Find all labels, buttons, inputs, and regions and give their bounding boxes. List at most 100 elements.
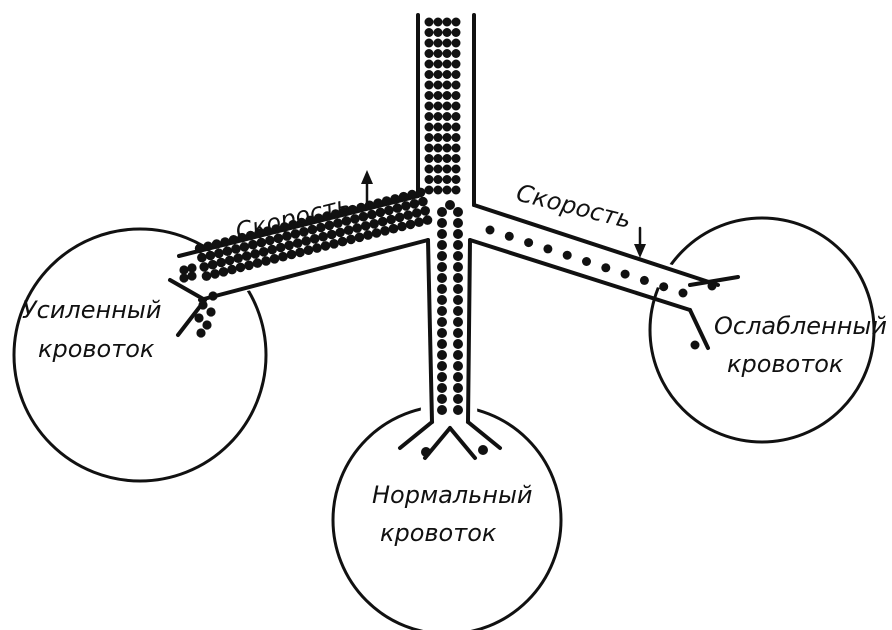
blood-cell: [443, 70, 452, 79]
blood-cell: [452, 133, 461, 142]
blood-cell: [434, 70, 443, 79]
blood-cell: [453, 361, 463, 371]
blood-cell: [304, 245, 314, 255]
blood-cell: [445, 200, 455, 210]
blood-cell: [278, 252, 288, 262]
right-circle-label-line2: кровоток: [727, 350, 844, 378]
blood-cell: [208, 260, 218, 270]
blood-cell: [453, 295, 463, 305]
blood-cell: [295, 248, 305, 258]
blood-cell: [203, 242, 213, 252]
blood-cell: [423, 215, 433, 225]
blood-cell: [276, 243, 286, 253]
blood-cell: [202, 271, 212, 281]
blood-cell: [410, 199, 420, 209]
blood-cell: [219, 267, 229, 277]
blood-cell: [452, 28, 461, 37]
blood-cell: [259, 247, 269, 257]
blood-cell: [452, 81, 461, 90]
blood-cell: [443, 123, 452, 132]
blood-cell: [434, 175, 443, 184]
blood-cell: [425, 112, 434, 121]
blood-cell: [329, 239, 339, 249]
blood-cell: [437, 328, 447, 338]
blood-cell: [434, 60, 443, 69]
blood-cell: [301, 236, 311, 246]
blood-cell: [355, 233, 365, 243]
blood-cell: [206, 251, 216, 261]
blood-cell: [453, 383, 463, 393]
blood-cell: [389, 224, 399, 234]
blood-cell: [223, 246, 233, 256]
blood-cell: [437, 372, 447, 382]
blood-cell: [196, 328, 205, 337]
blood-cell: [397, 222, 407, 232]
blood-cell: [453, 273, 463, 283]
blood-cell: [453, 405, 463, 415]
blood-cell: [244, 261, 254, 271]
blood-cell: [425, 70, 434, 79]
blood-cell: [310, 234, 320, 244]
blood-cell: [227, 265, 237, 275]
blood-cell: [453, 251, 463, 261]
blood-cell: [425, 186, 434, 195]
blood-cell: [443, 186, 452, 195]
blood-cell: [453, 284, 463, 294]
blood-cell: [443, 154, 452, 163]
blood-cell: [373, 198, 383, 208]
blood-cell: [425, 102, 434, 111]
blood-cell: [393, 203, 403, 213]
blood-cell: [452, 70, 461, 79]
blood-cell: [197, 253, 207, 263]
blood-cell: [425, 175, 434, 184]
blood-cell: [284, 241, 294, 251]
blood-cell: [179, 265, 188, 274]
blood-cell: [216, 258, 226, 268]
blood-cell: [199, 262, 209, 272]
blood-cell: [563, 251, 572, 260]
blood-cell: [691, 341, 700, 350]
blood-cell: [452, 112, 461, 121]
blood-cell: [434, 81, 443, 90]
blood-cell: [452, 91, 461, 100]
blood-cell: [453, 229, 463, 239]
blood-cell: [233, 253, 243, 263]
blood-cell: [267, 245, 277, 255]
blood-cell: [202, 320, 211, 329]
blood-cell: [403, 210, 413, 220]
center-circle-label-line1: Нормальный: [372, 481, 533, 509]
blood-cell: [452, 154, 461, 163]
blood-cell: [220, 237, 230, 247]
blood-cell: [425, 18, 434, 27]
blood-cell: [543, 244, 552, 253]
blood-cell: [437, 306, 447, 316]
blood-cell: [179, 273, 188, 282]
blood-cell: [437, 383, 447, 393]
blood-cell: [399, 192, 409, 202]
blood-cell: [412, 208, 422, 218]
blood-cell: [321, 241, 331, 251]
blood-cell: [287, 250, 297, 260]
blood-cell: [434, 154, 443, 163]
blood-cell: [443, 60, 452, 69]
blood-cell: [425, 28, 434, 37]
blood-cell: [452, 123, 461, 132]
blood-cell: [434, 144, 443, 153]
blood-cell: [359, 212, 369, 222]
blood-cell: [312, 243, 322, 253]
blood-cell: [437, 339, 447, 349]
blood-cell: [242, 251, 252, 261]
blood-cell: [434, 123, 443, 132]
blood-cell: [418, 197, 428, 207]
blood-cell: [386, 215, 396, 225]
blood-cell: [443, 165, 452, 174]
blood-cell: [452, 165, 461, 174]
blood-cell: [198, 300, 207, 309]
blood-cell: [443, 133, 452, 142]
blood-cell: [352, 223, 362, 233]
blood-cell: [437, 295, 447, 305]
left-circle-label-line1: Усиленный: [22, 296, 161, 324]
blood-cell: [434, 112, 443, 121]
center-tissue-circle: [333, 406, 561, 630]
blood-cell: [361, 221, 371, 231]
